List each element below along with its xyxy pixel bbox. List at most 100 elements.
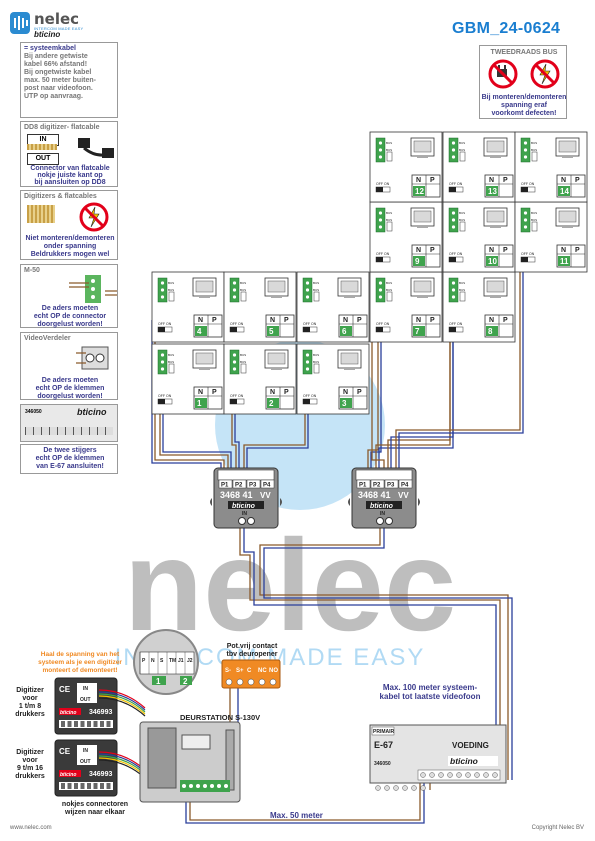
monitor-number: 9: [415, 257, 420, 266]
monitor-stand: [344, 296, 355, 298]
pin-label: J2: [187, 658, 193, 664]
terminal-screw: [74, 721, 78, 727]
wire: [243, 527, 497, 780]
terminal-screw: [378, 148, 383, 152]
monitor-number: 1: [197, 399, 202, 408]
terminal-screw: [232, 295, 237, 299]
terminal-screw: [378, 281, 383, 285]
terminal-screw: [411, 785, 417, 791]
terminal-screw: [378, 288, 383, 292]
monitor-display-icon: [413, 140, 432, 153]
psu-primair-plate: [371, 726, 395, 736]
terminal-screw: [232, 353, 237, 357]
bus-terminal-label: BUS: [313, 353, 319, 357]
connector-icon: [386, 221, 393, 232]
off-on-label: OFF ON: [303, 322, 317, 326]
note-line: De twee stijgers: [43, 447, 97, 454]
terminal-screw: [451, 155, 456, 159]
n-label: N: [198, 389, 203, 396]
terminal-screw: [80, 783, 85, 789]
note-tweedraads-bus: TWEEDRAADS BUS Bij monteren/demonteren s…: [479, 45, 567, 119]
note-line: Bij monteren/demonteren: [481, 94, 567, 101]
off-on-label: OFF ON: [230, 394, 244, 398]
bus-terminal-label: BUS: [240, 360, 246, 364]
terminal-screw: [106, 721, 111, 727]
bus-terminal-label: BUS: [459, 148, 465, 152]
terminal-screw: [189, 784, 193, 788]
e67-mini-illustration: 346050 bticino: [20, 404, 118, 442]
dip-switch-toggle: [521, 187, 528, 192]
monitor-number: 12: [415, 187, 424, 196]
wire: [263, 527, 513, 780]
port-box: [398, 479, 413, 489]
mount-ear: [418, 498, 420, 506]
monitor-stand: [562, 156, 573, 158]
contact-terminal-label: NO: [269, 668, 278, 674]
mount-ear: [280, 498, 282, 506]
terminal-screw: [305, 295, 310, 299]
note-line: Bij andere getwiste: [24, 53, 88, 60]
in-terminal: [238, 517, 246, 525]
p-label: P: [575, 177, 580, 184]
off-on-label: OFF ON: [521, 182, 535, 186]
document-code: GBM_24-0624: [452, 20, 561, 37]
p-label: P: [357, 389, 362, 396]
monitor-display-icon: [413, 210, 432, 223]
terminal-screw: [451, 211, 456, 215]
bus-terminal-label: BUS: [240, 281, 246, 285]
p-label: P: [575, 247, 580, 254]
bus-terminal-label: BUS: [313, 281, 319, 285]
n-label: N: [270, 317, 275, 324]
note-digitizers: Digitizers & flatcables Niet monteren/de…: [20, 190, 118, 260]
dip-switch-toggle: [449, 257, 456, 262]
bus-terminal-label: BUS: [168, 360, 174, 364]
e67-mini-code: 346050: [25, 409, 42, 415]
p-label: P: [284, 389, 289, 396]
n-label: N: [561, 247, 566, 254]
port-box: [384, 479, 399, 489]
off-on-label: OFF ON: [230, 322, 244, 326]
bus-terminal-label: BUS: [459, 141, 465, 145]
psu-voeding-label: VOEDING: [452, 741, 489, 750]
contact-screw: [247, 678, 255, 686]
off-on-label: OFF ON: [158, 394, 172, 398]
digitizer-terminals: [59, 782, 113, 790]
terminal-screw: [378, 141, 383, 145]
monitor-display-icon: [267, 280, 286, 293]
bus-terminal-label: BUS: [386, 211, 392, 215]
flat-cable: [98, 695, 146, 715]
monitor-number: 10: [488, 257, 497, 266]
monitor-stand: [490, 296, 501, 298]
terminal-screw: [100, 783, 104, 789]
monitor-stand: [271, 368, 282, 370]
port-box: [218, 479, 233, 489]
note-line: max. 50 meter buiten-: [24, 77, 96, 84]
p-label: P: [430, 177, 435, 184]
max100-label: Max. 100 meter systeem-: [383, 683, 478, 692]
monitor-number-badge: [486, 256, 498, 266]
monitor-number: 11: [560, 257, 569, 266]
terminal-screw: [451, 225, 456, 229]
connector-icon: [313, 363, 320, 374]
terminal-screw: [232, 288, 237, 292]
port-label: P1: [359, 483, 367, 489]
terminal-screw: [378, 225, 383, 229]
wire: [387, 250, 451, 470]
nokjes-note-line: wijzen naar elkaar: [64, 809, 125, 816]
bticino-logo: bticino: [370, 503, 394, 510]
off-on-label: OFF ON: [376, 252, 390, 256]
spanning-note-line: monteert of demonteert!: [42, 667, 117, 674]
terminal-screw: [305, 360, 310, 364]
bus-terminal-label: BUS: [386, 281, 392, 285]
monitor-stand: [417, 296, 428, 298]
terminal-screw: [523, 148, 528, 152]
dip-switch-toggle: [303, 327, 310, 332]
connector-icon: [531, 221, 538, 232]
monitor-display-icon: [195, 280, 214, 293]
monitor-display-icon: [340, 352, 359, 365]
connector-icon: [386, 151, 393, 162]
flat-cable: [98, 693, 146, 713]
